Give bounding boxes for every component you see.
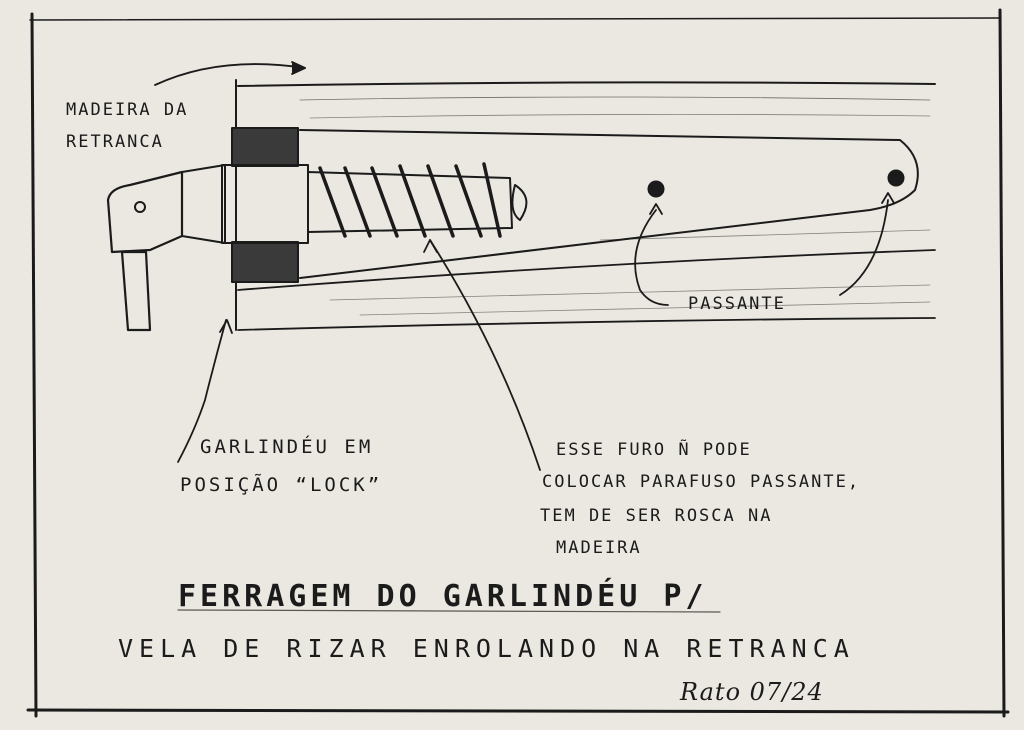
title-underlines [177,609,721,613]
through-hole-right [887,169,905,187]
annotation-leaders [154,61,895,471]
label-hole-note-line2: COLOCAR PARAFUSO PASSANTE, [542,472,861,492]
gooseneck-stem [120,250,152,332]
wood-block-lower [231,241,299,283]
through-hole-left [647,180,665,198]
housing [181,164,226,244]
wood-block-upper [231,127,299,167]
label-hole-note-line3: TEM DE SER ROSCA NA [540,506,773,526]
page-border [26,8,1010,718]
pin-ring [511,184,528,221]
knuckle-pin-hole [134,201,146,213]
title-line1: FERRAGEM DO GARLINDÉU P/ [178,579,708,614]
gooseneck-knuckle [106,170,184,254]
signature: Rato 07/24 [680,678,824,706]
label-lock-position-line1: GARLINDÉU EM [200,436,374,458]
boom-wood [235,79,936,331]
label-boom-wood-line2: RETRANCA [66,132,164,152]
fitting-assembly [106,127,905,332]
spring-shaft [307,171,513,233]
title-line2: VELA DE RIZAR ENROLANDO NA RETRANCA [118,634,855,663]
collar [221,164,309,244]
label-through-hole: PASSANTE [688,294,786,314]
label-lock-position-line2: POSIÇÃO “LOCK” [180,474,383,496]
label-hole-note-line4: MADEIRA [556,538,642,558]
coil-spring [318,162,502,238]
label-boom-wood-line1: MADEIRA DA [66,100,189,120]
label-hole-note-line1: ESSE FURO Ñ PODE [556,440,752,460]
